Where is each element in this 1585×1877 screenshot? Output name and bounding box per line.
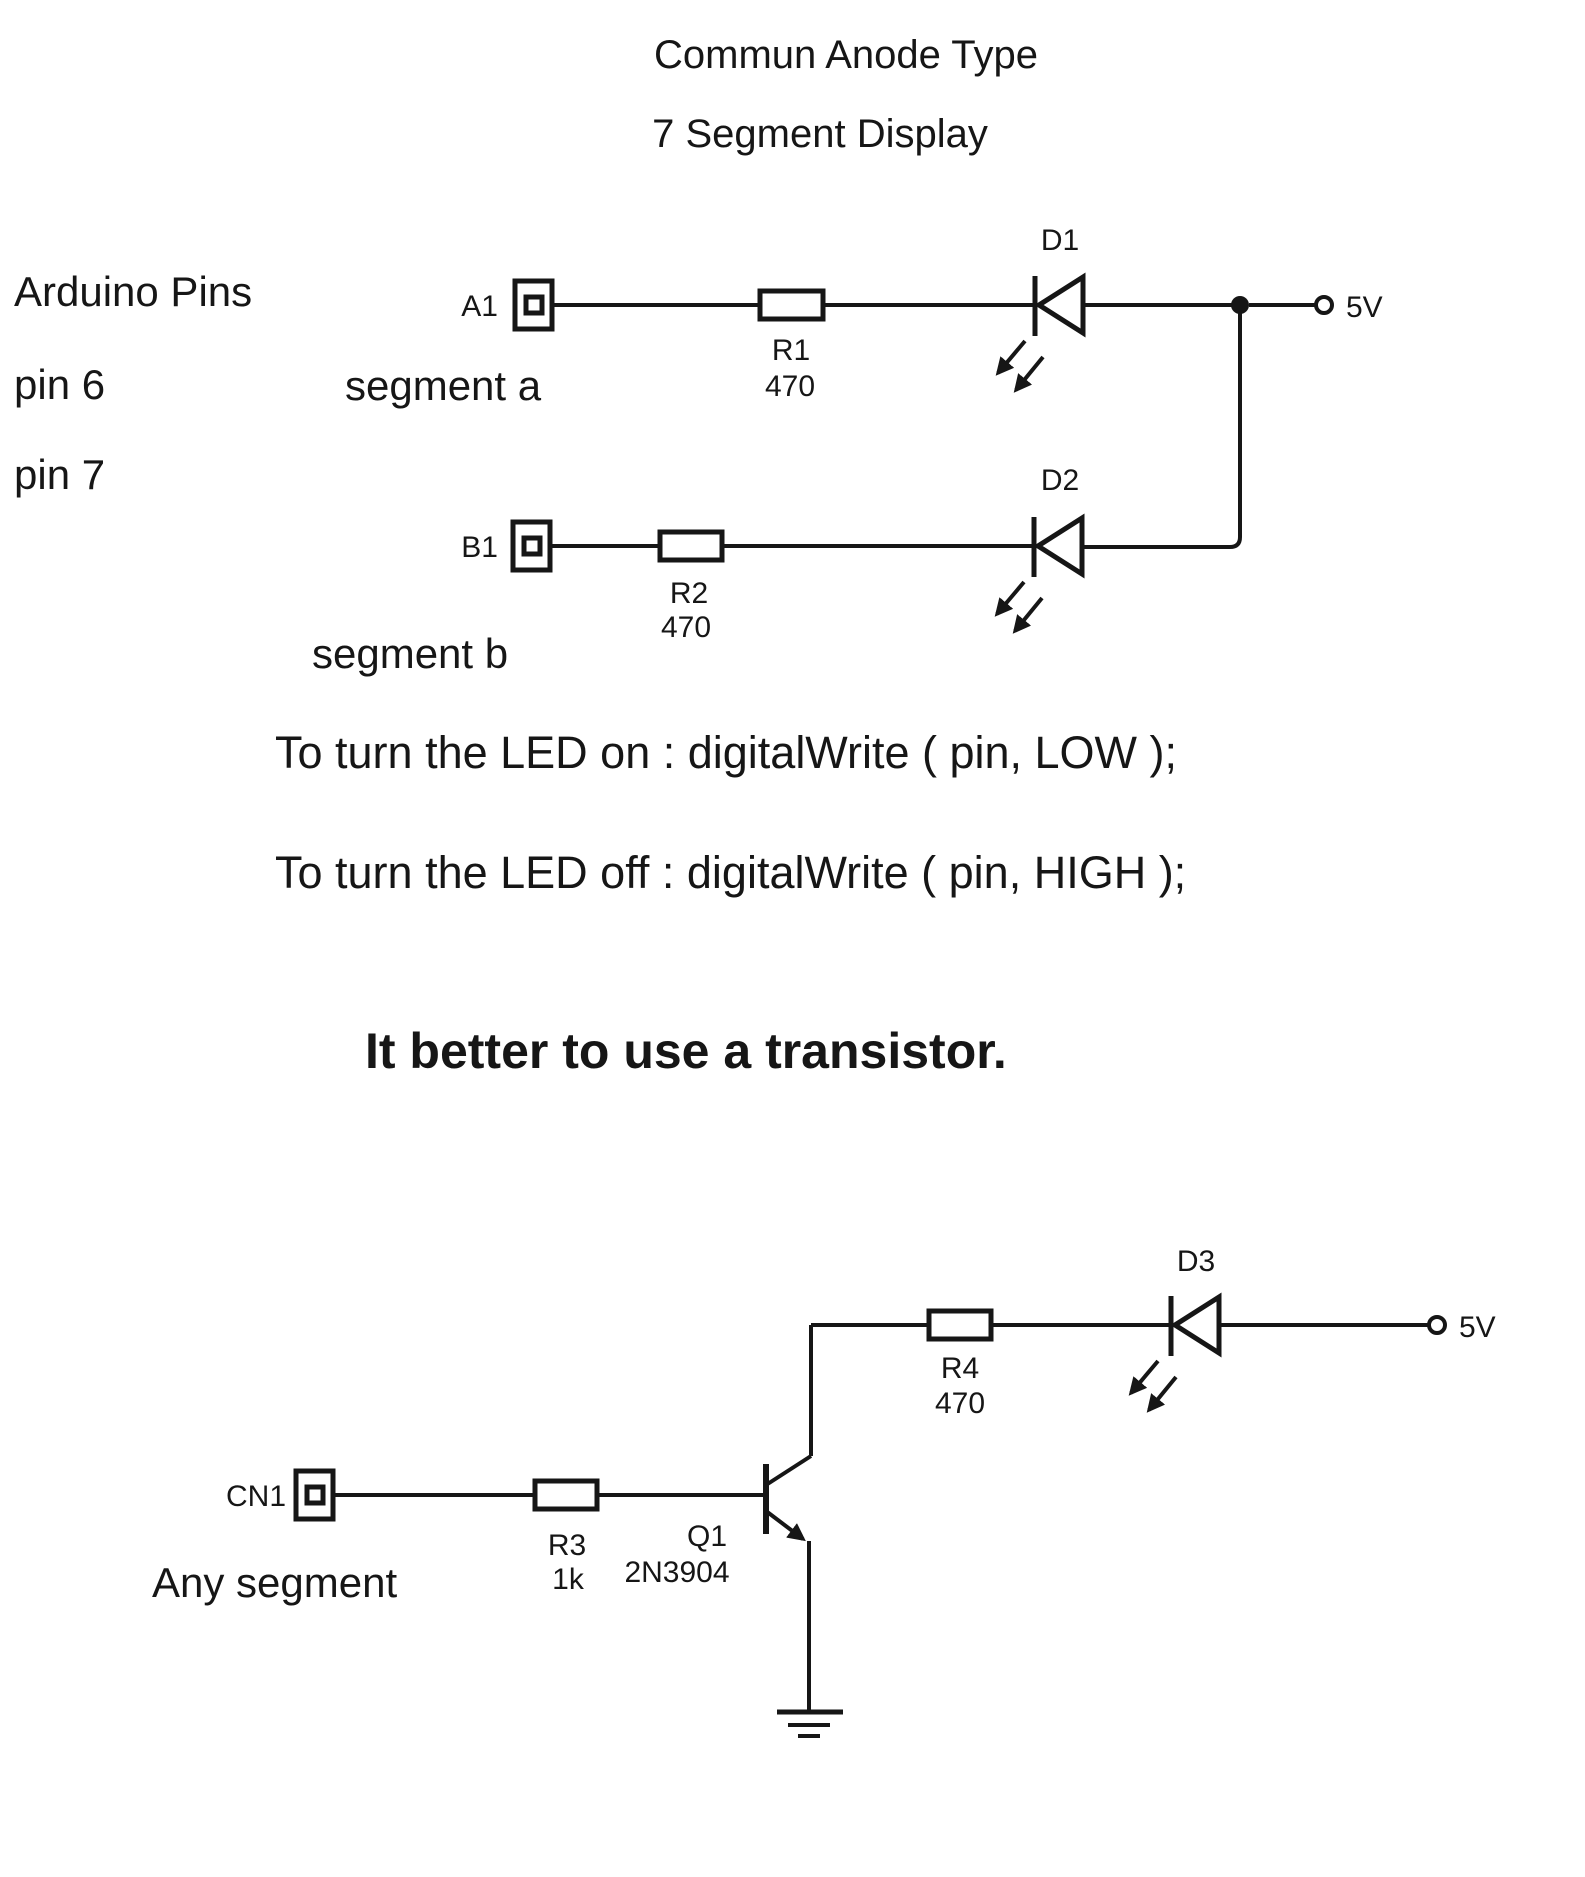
transistor-driver-circuit: CN1 Any segment R3 1k Q1 2N3904 R4 470 [152, 1245, 1496, 1738]
resistor-r2-body [657, 529, 725, 563]
label-pin7: pin 7 [14, 451, 105, 498]
note-heading: It better to use a transistor. [365, 1023, 1007, 1079]
led-d3-ref: D3 [1177, 1245, 1215, 1278]
transistor-q1-emitter-lead [764, 1509, 806, 1542]
connector-a1-label: A1 [461, 290, 498, 323]
title-line2: 7 Segment Display [652, 112, 988, 156]
supply-terminal-top [1314, 295, 1334, 315]
resistor-r3-body [532, 1478, 600, 1512]
supply-label-top: 5V [1346, 291, 1383, 324]
label-segment-a: segment a [345, 362, 542, 409]
led-d3-light-arrow-1 [1128, 1359, 1160, 1396]
segment-b-branch: B1 segment b R2 470 D2 [312, 305, 1242, 677]
led-d1-light-arrow-2 [1013, 355, 1045, 393]
led-d2-ref: D2 [1041, 464, 1079, 497]
resistor-r2-ref: R2 [670, 577, 708, 610]
led-d2-symbol: D2 [994, 464, 1085, 634]
led-d1-light-arrow-1 [995, 339, 1027, 376]
connector-b1-label: B1 [461, 531, 498, 564]
ground-symbol [777, 1709, 843, 1738]
connector-cn1-symbol [293, 1468, 336, 1522]
led-d2-triangle [1033, 513, 1085, 579]
resistor-r1-ref: R1 [772, 334, 810, 367]
note-led-on: To turn the LED on : digitalWrite ( pin,… [275, 727, 1177, 778]
wire-d2-to-node [1082, 305, 1242, 549]
transistor-q1-ref: Q1 [687, 1520, 727, 1553]
connector-b1-pin [521, 535, 543, 557]
label-arduino-pins: Arduino Pins [14, 268, 252, 315]
resistor-r4-value: 470 [935, 1387, 985, 1420]
resistor-r1-body [757, 288, 826, 322]
label-pin6: pin 6 [14, 361, 105, 408]
connector-cn1-pin [304, 1484, 326, 1506]
led-d2-light-arrow-2 [1012, 596, 1044, 634]
connector-a1-body [512, 278, 555, 332]
connector-b1-symbol [510, 519, 553, 573]
connector-a1-pin [523, 294, 545, 316]
led-d3-light-arrow-2 [1146, 1375, 1178, 1413]
led-d3-symbol: D3 [1128, 1245, 1222, 1413]
label-any-segment: Any segment [152, 1559, 397, 1606]
resistor-r3-symbol: R3 1k [532, 1478, 600, 1596]
resistor-r3-value: 1k [552, 1563, 585, 1596]
title-line1: Commun Anode Type [654, 33, 1038, 77]
supply-label-bottom: 5V [1459, 1311, 1496, 1344]
segment-a-branch: A1 segment a R1 470 D1 5V [345, 224, 1383, 409]
resistor-r4-symbol: R4 470 [926, 1308, 994, 1420]
supply-terminal-bottom [1427, 1315, 1447, 1335]
resistor-r4-ref: R4 [941, 1352, 979, 1385]
resistor-r1-symbol: R1 470 [757, 288, 826, 403]
resistor-r3-ref: R3 [548, 1529, 586, 1562]
led-d1-symbol: D1 [995, 224, 1086, 393]
note-led-off: To turn the LED off : digitalWrite ( pin… [275, 847, 1186, 898]
led-d1-triangle [1034, 272, 1086, 338]
led-d3-triangle [1170, 1292, 1222, 1358]
resistor-r2-symbol: R2 470 [657, 529, 725, 644]
transistor-q1-part: 2N3904 [624, 1556, 729, 1589]
resistor-r2-value: 470 [661, 611, 711, 644]
resistor-r4-body [926, 1308, 994, 1342]
connector-a1-symbol [512, 278, 555, 332]
transistor-q1-symbol: Q1 2N3904 [624, 1454, 813, 1589]
led-d2-light-arrow-1 [994, 580, 1026, 617]
connector-cn1-label: CN1 [226, 1480, 286, 1513]
led-d1-ref: D1 [1041, 224, 1079, 257]
resistor-r1-value: 470 [765, 370, 815, 403]
transistor-q1-collector-lead [764, 1454, 813, 1487]
label-segment-b: segment b [312, 630, 508, 677]
